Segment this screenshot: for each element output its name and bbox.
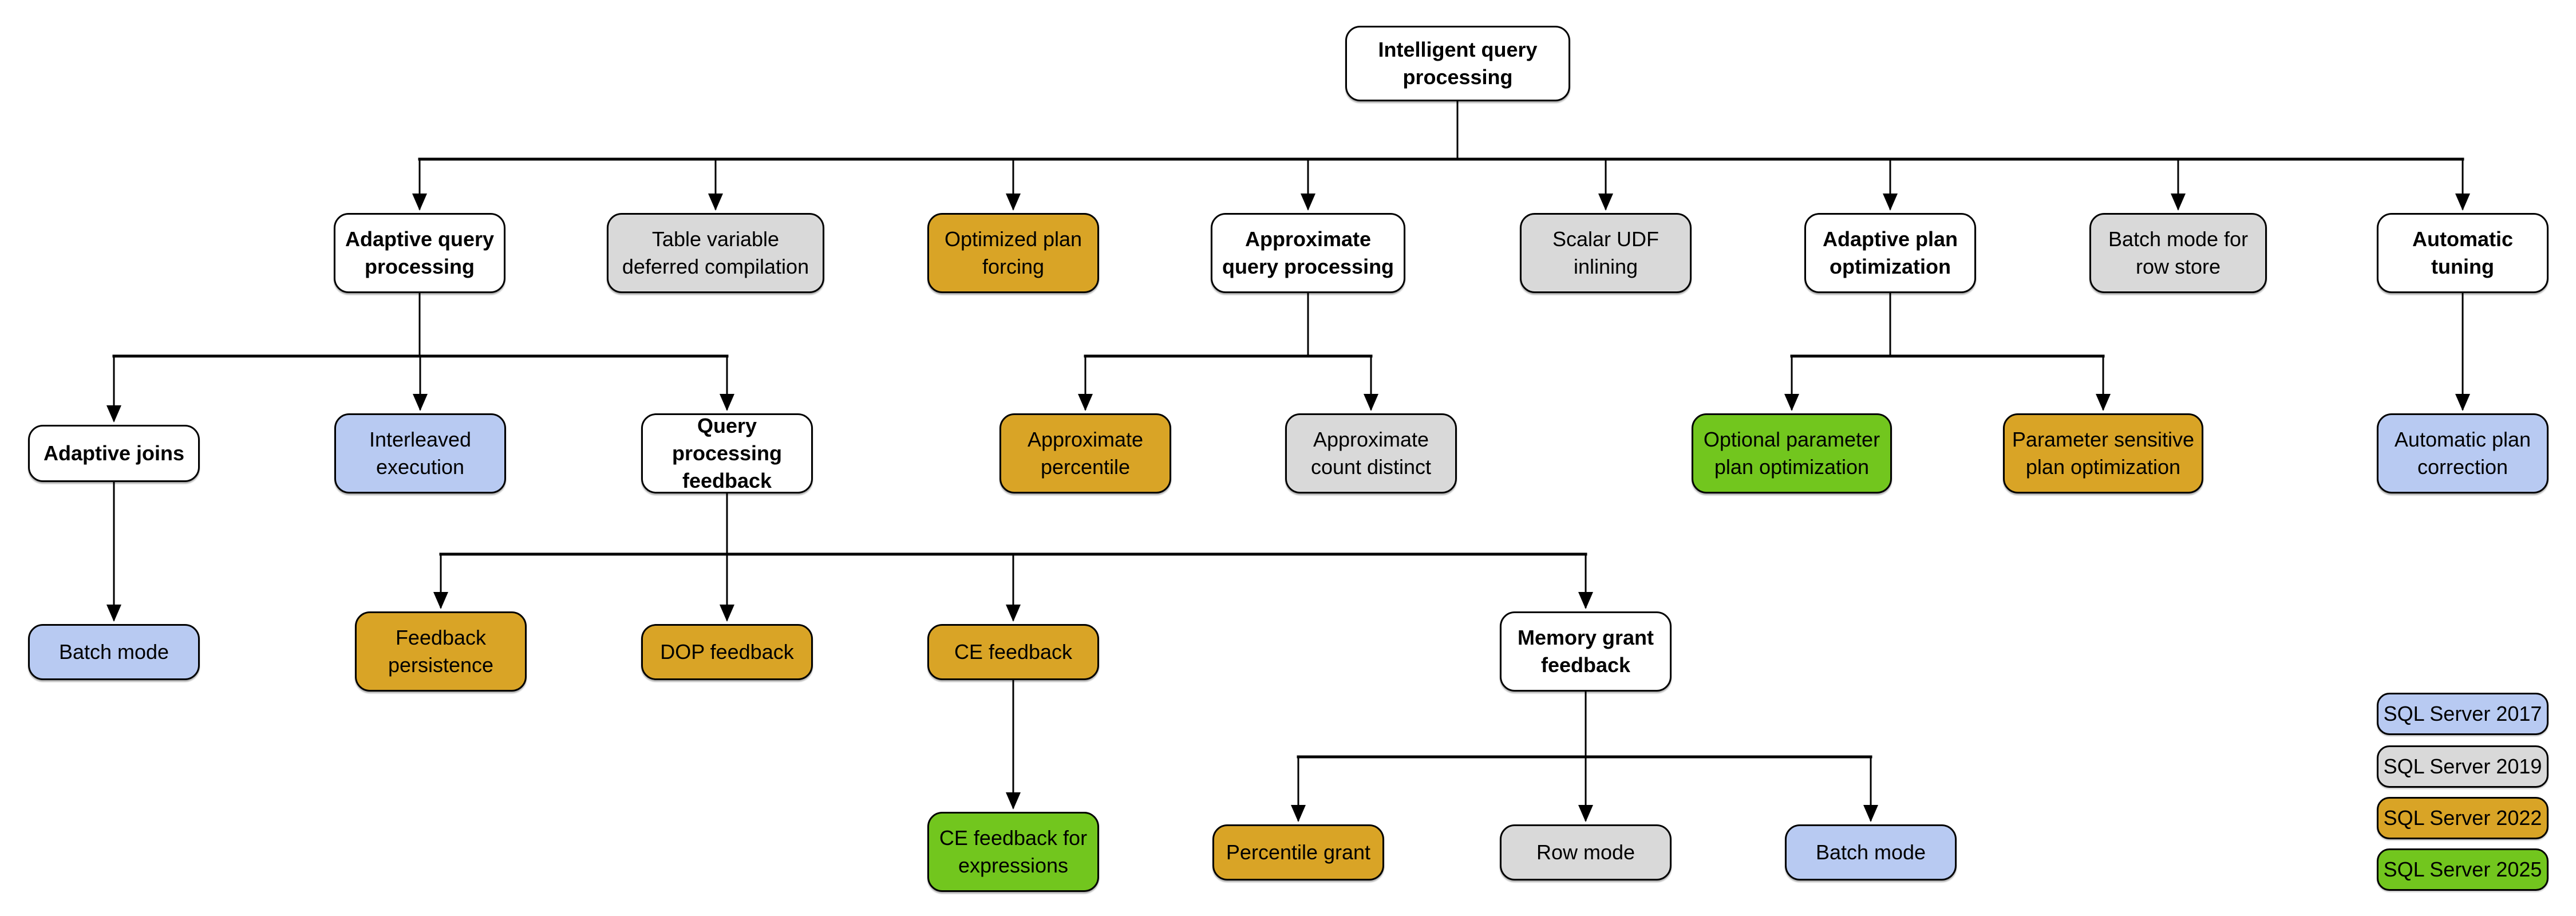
node-automatic-tuning: Automatic tuning xyxy=(2377,213,2549,293)
node-percentile-grant: Percentile grant xyxy=(1212,824,1384,881)
node-intelligent-query-processing: Intelligent query processing xyxy=(1345,26,1570,101)
node-parameter-sensitive-plan-optimization: Parameter sensitive plan optimization xyxy=(2003,413,2203,493)
node-automatic-plan-correction: Automatic plan correction xyxy=(2377,413,2549,493)
legend-item-sql-server-2025: SQL Server 2025 xyxy=(2377,848,2549,891)
node-dop-feedback: DOP feedback xyxy=(641,624,813,680)
node-adaptive-plan-optimization: Adaptive plan optimization xyxy=(1804,213,1976,293)
node-ce-feedback-for-expressions: CE feedback for expressions xyxy=(927,812,1099,892)
legend-item-sql-server-2022: SQL Server 2022 xyxy=(2377,797,2549,839)
node-scalar-udf-inlining: Scalar UDF inlining xyxy=(1520,213,1692,293)
node-memory-grant-feedback: Memory grant feedback xyxy=(1500,611,1672,692)
node-optional-parameter-plan-optimization: Optional parameter plan optimization xyxy=(1692,413,1892,493)
legend-item-sql-server-2017: SQL Server 2017 xyxy=(2377,693,2549,735)
node-approximate-count-distinct: Approximate count distinct xyxy=(1285,413,1457,493)
node-optimized-plan-forcing: Optimized plan forcing xyxy=(927,213,1099,293)
node-adaptive-query-processing: Adaptive query processing xyxy=(334,213,505,293)
node-approximate-query-processing: Approximate query processing xyxy=(1211,213,1405,293)
node-feedback-persistence: Feedback persistence xyxy=(355,611,527,692)
node-adaptive-joins: Adaptive joins xyxy=(28,425,200,482)
node-batch-mode-memory-grant: Batch mode xyxy=(1785,824,1957,881)
node-query-processing-feedback: Query processing feedback xyxy=(641,413,813,493)
node-table-variable-deferred-compilation: Table variable deferred compilation xyxy=(607,213,824,293)
node-approximate-percentile: Approximate percentile xyxy=(999,413,1171,493)
node-ce-feedback: CE feedback xyxy=(927,624,1099,680)
node-interleaved-execution: Interleaved execution xyxy=(334,413,506,493)
node-row-mode: Row mode xyxy=(1500,824,1672,881)
node-batch-mode-for-row-store: Batch mode for row store xyxy=(2089,213,2267,293)
legend-item-sql-server-2019: SQL Server 2019 xyxy=(2377,745,2549,788)
node-batch-mode-adaptive-joins: Batch mode xyxy=(28,624,200,680)
